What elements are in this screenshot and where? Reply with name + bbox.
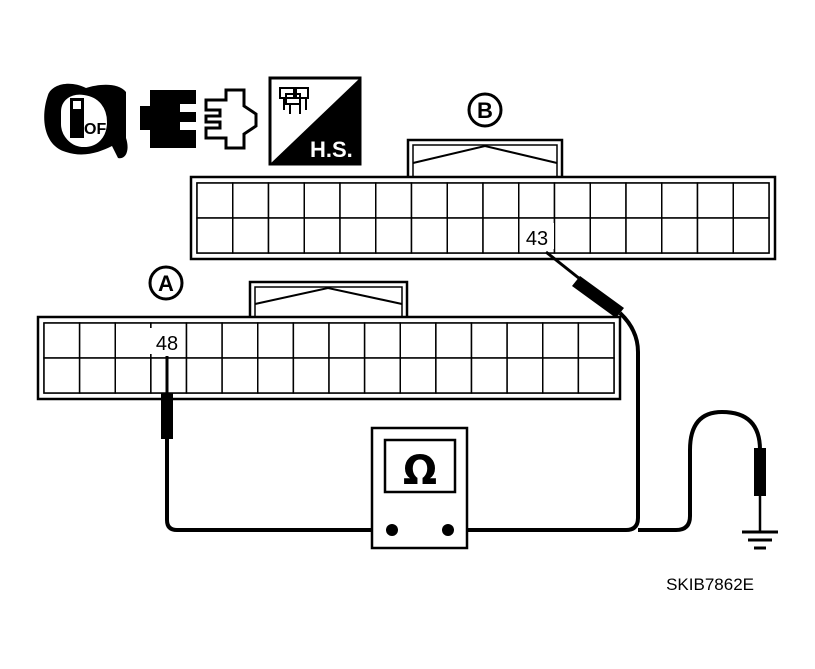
pin-cavity (589, 182, 627, 219)
pin-cavity (114, 322, 152, 359)
ground-lead (638, 409, 766, 532)
pin-43-label: 43 (526, 228, 548, 250)
harness-side-icon: H.S. (268, 76, 362, 166)
pin-cavity (732, 217, 770, 254)
pin-cavity (185, 357, 223, 394)
ground-icon (742, 530, 778, 550)
pin-cavity (506, 322, 544, 359)
connector-a-label: A (148, 265, 184, 301)
pin-cavity (577, 322, 615, 359)
probe-lead-b (452, 250, 640, 532)
pin-cavity (78, 322, 116, 359)
pin-cavity (553, 182, 591, 219)
connector-b-pin-grid (196, 182, 770, 254)
pin-cavity (267, 217, 305, 254)
meter-terminal-left (386, 524, 398, 536)
pin-cavity (185, 322, 223, 359)
pin-cavity (292, 357, 330, 394)
connector-b-label: B (467, 92, 503, 128)
connector-a (36, 280, 622, 401)
pin-cavity (339, 217, 377, 254)
pin-cavity (303, 217, 341, 254)
pin-cavity (435, 357, 473, 394)
pin-cavity (78, 357, 116, 394)
disconnect-connector-icon (140, 88, 258, 150)
pin-cavity (339, 182, 377, 219)
pin-cavity (470, 322, 508, 359)
pin-cavity (696, 182, 734, 219)
pin-cavity (196, 217, 234, 254)
pin-cavity (446, 182, 484, 219)
connector-b-letter: B (477, 98, 493, 123)
pin-cavity (625, 182, 663, 219)
pin-cavity (506, 357, 544, 394)
ohmmeter: Ω (370, 426, 469, 550)
pin-cavity (482, 182, 520, 219)
pin-48-label: 48 (156, 333, 178, 355)
pin-cavity (375, 217, 413, 254)
pin-cavity (661, 182, 699, 219)
pin-cavity (221, 322, 259, 359)
pin-cavity (661, 217, 699, 254)
pin-cavity (399, 357, 437, 394)
connector-a-pin-grid (43, 322, 615, 394)
pin-cavity (482, 217, 520, 254)
pin-cavity (542, 322, 580, 359)
pin-cavity (267, 182, 305, 219)
pin-cavity (328, 322, 366, 359)
connector-a-letter: A (158, 271, 174, 296)
pin-cavity (732, 182, 770, 219)
meter-terminal-right (442, 524, 454, 536)
pin-cavity (696, 217, 734, 254)
ignition-key-off-icon: OFF (44, 83, 128, 159)
pin-cavity (446, 217, 484, 254)
pin-cavity (363, 322, 401, 359)
pin-cavity (232, 217, 270, 254)
pin-cavity (553, 217, 591, 254)
pin-cavity (589, 217, 627, 254)
pin-cavity (410, 217, 448, 254)
pin-cavity (363, 357, 401, 394)
pin-cavity (518, 182, 556, 219)
pin-cavity (257, 357, 295, 394)
pin-cavity (196, 182, 234, 219)
hs-text: H.S. (310, 137, 353, 162)
pin-cavity (625, 217, 663, 254)
pin-cavity (375, 182, 413, 219)
ignition-off-text: OFF (84, 121, 116, 138)
ohm-symbol: Ω (403, 448, 437, 494)
pin-cavity (435, 322, 473, 359)
pin-cavity (257, 322, 295, 359)
connector-b (189, 138, 777, 261)
pin-cavity (292, 322, 330, 359)
pin-cavity (410, 182, 448, 219)
pin-cavity (328, 357, 366, 394)
pin-cavity (221, 357, 259, 394)
pin-cavity (150, 357, 188, 394)
pin-cavity (303, 182, 341, 219)
figure-id: SKIB7862E (666, 575, 754, 594)
pin-cavity (43, 322, 81, 359)
pin-cavity (232, 182, 270, 219)
pin-cavity (43, 357, 81, 394)
probe-lead-a (161, 356, 388, 532)
pin-cavity (577, 357, 615, 394)
pin-cavity (542, 357, 580, 394)
pin-cavity (399, 322, 437, 359)
pin-cavity (114, 357, 152, 394)
pin-cavity (470, 357, 508, 394)
